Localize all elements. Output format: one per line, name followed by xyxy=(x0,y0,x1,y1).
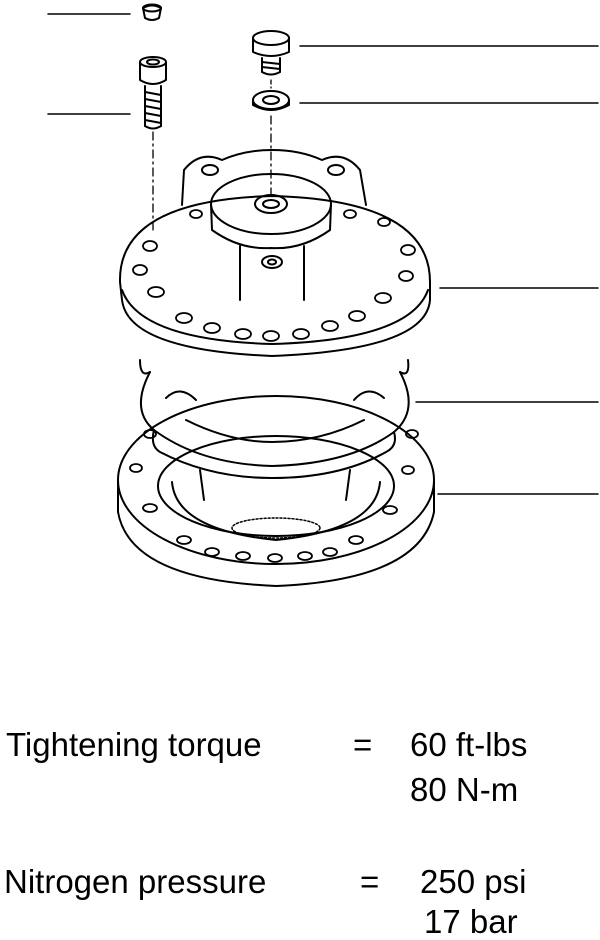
upper-housing-part xyxy=(118,149,431,357)
torque-value-imperial: 60 ft-lbs xyxy=(410,726,528,763)
nitrogen-value-imperial: 250 psi xyxy=(420,863,527,900)
nitrogen-value-metric: 17 bar xyxy=(424,903,518,940)
valve-plug-part xyxy=(252,30,290,89)
nitrogen-equals: = xyxy=(360,863,380,900)
bladder-shell-part xyxy=(139,359,410,479)
torque-value-metric: 80 N-m xyxy=(410,771,519,808)
torque-label: Tightening torque xyxy=(6,726,262,763)
cap-part xyxy=(142,3,162,21)
accumulator-exploded-diagram xyxy=(47,3,599,587)
seal-washer-part xyxy=(252,90,290,201)
base-flange-part xyxy=(117,395,435,587)
torque-equals: = xyxy=(353,726,373,763)
callout-lines xyxy=(47,13,599,495)
cap-screw-part xyxy=(139,56,167,231)
nitrogen-label: Nitrogen pressure xyxy=(4,863,267,900)
